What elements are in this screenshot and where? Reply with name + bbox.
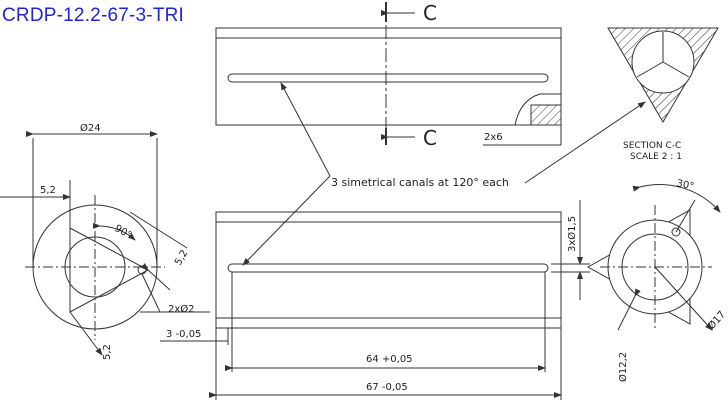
dim-2xdia2: 2xØ2	[168, 303, 195, 315]
section-label: SECTION C-C	[623, 141, 681, 151]
dim-3: 3 -0,05	[166, 329, 201, 340]
dim-angle-30: 30°	[675, 178, 695, 192]
callout-leaders	[242, 82, 646, 266]
dim-5-2-right: 5,2	[173, 248, 190, 267]
drawing-title: CRDP-12.2-67-3-TRI	[2, 5, 185, 26]
dim-67: 67 -0,05	[366, 382, 408, 393]
top-view	[215, 2, 562, 146]
dim-64: 64 +0,05	[366, 354, 413, 365]
left-end-view	[0, 131, 210, 356]
section-marker-bottom: C	[423, 126, 437, 150]
dim-dia17: Ø17	[705, 309, 728, 332]
section-c-c-view	[607, 27, 719, 123]
right-end-view	[586, 184, 721, 331]
dim-dia12-2: Ø12,2	[617, 352, 629, 382]
front-view	[160, 200, 590, 400]
dim-5-2-bottom: 5,2	[102, 344, 113, 360]
section-marker-top: C	[423, 1, 437, 25]
dim-5-2-left: 5,2	[40, 185, 56, 196]
scale-label: SCALE 2 : 1	[630, 152, 682, 162]
dim-2x6: 2x6	[484, 132, 503, 143]
dim-3xdia1-5: 3xØ1,5	[566, 216, 578, 252]
dim-angle-90: 90°	[113, 223, 134, 241]
callout-note: 3 simetrical canals at 120° each	[331, 176, 509, 189]
dim-dia24: Ø24	[80, 122, 101, 134]
